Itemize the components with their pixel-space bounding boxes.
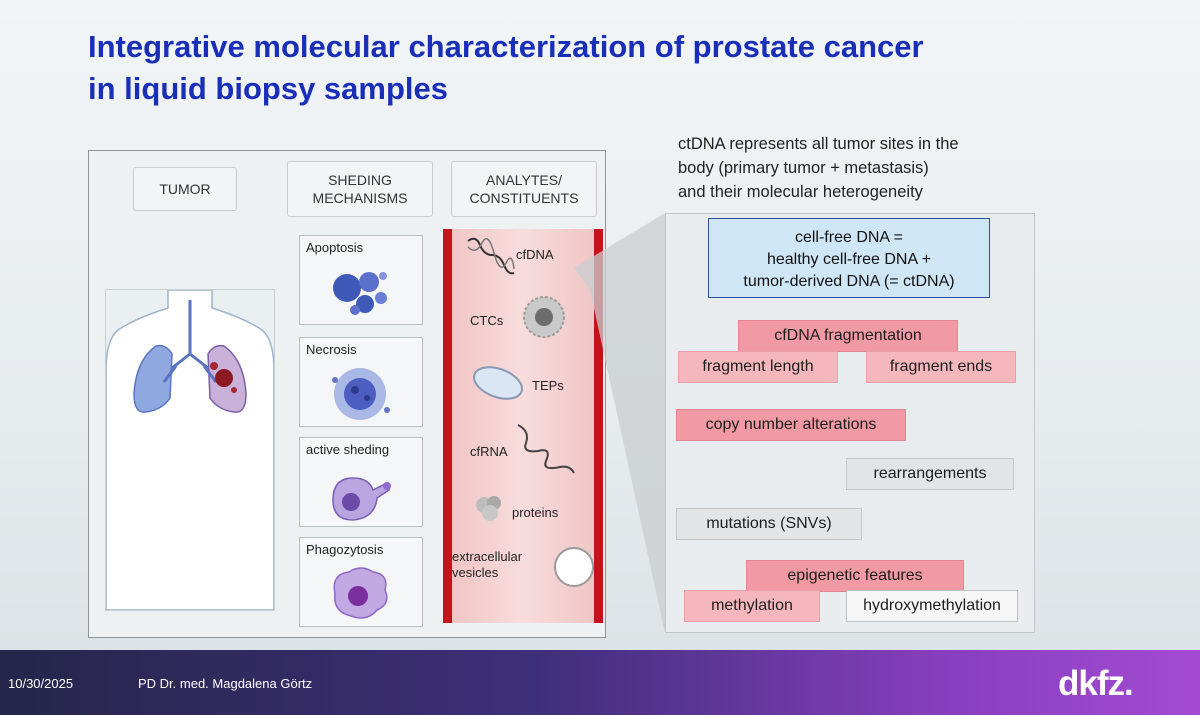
mechanism-necrosis: Necrosis: [299, 337, 423, 427]
header-shedding-line-2: MECHANISMS: [312, 190, 408, 206]
analyte-ev-line-1: extracellular: [452, 549, 523, 564]
phagocytosis-cell-icon: [333, 567, 388, 619]
feature-cfdna-fragmentation: cfDNA fragmentation: [738, 320, 958, 352]
cfdna-definition-line-3: tumor-derived DNA (= ctDNA): [743, 273, 955, 290]
ctdna-note-line-2: body (primary tumor + metastasis): [678, 159, 929, 177]
necrosis-cell-icon: [332, 368, 390, 420]
analyte-ctcs: CTCs: [470, 313, 504, 328]
feature-mutations-snvs: mutations (SNVs): [676, 508, 862, 540]
header-shedding-line-1: SHEDING: [328, 172, 392, 188]
human-torso-illustration: [105, 289, 275, 611]
active-shedding-cell-icon: [332, 477, 391, 521]
slide-footer: 10/30/2025 PD Dr. med. Magdalena Görtz d…: [0, 650, 1200, 715]
slide: Integrative molecular characterization o…: [0, 0, 1200, 650]
dkfz-logo: dkfz.: [1058, 664, 1134, 703]
ctc-cell-icon: [523, 296, 565, 338]
feature-methylation: methylation: [684, 590, 820, 622]
ctdna-note-line-1: ctDNA represents all tumor sites in the: [678, 135, 959, 153]
analyte-ev-line-2: vesicles: [452, 565, 499, 580]
header-analytes-line-2: CONSTITUENTS: [469, 190, 579, 206]
apoptosis-cell-icon: [333, 272, 387, 315]
protein-icon: [476, 496, 501, 521]
mechanism-phagocytosis-label: Phagozytosis: [306, 542, 384, 557]
feature-fragment-ends: fragment ends: [866, 351, 1016, 383]
zoom-connector: [574, 213, 665, 633]
slide-title: Integrative molecular characterization o…: [88, 26, 1048, 110]
cfdna-definition-line-1: cell-free DNA =: [794, 229, 904, 246]
liquid-biopsy-diagram: TUMOR SHEDING MECHANISMS ANALYTES/ CONST…: [88, 150, 606, 638]
header-shedding: SHEDING MECHANISMS: [287, 161, 433, 217]
cfdna-definition-line-2: healthy cell-free DNA +: [766, 251, 932, 268]
tumor-mass: [215, 369, 233, 387]
feature-rearrangements: rearrangements: [846, 458, 1014, 490]
body-illustration-panel: [105, 289, 275, 611]
mechanism-apoptosis: Apoptosis: [299, 235, 423, 325]
mechanism-apoptosis-label: Apoptosis: [306, 240, 364, 255]
mechanism-necrosis-label: Necrosis: [306, 342, 357, 357]
header-analytes: ANALYTES/ CONSTITUENTS: [451, 161, 597, 217]
analyte-teps: TEPs: [532, 378, 564, 393]
feature-fragment-length: fragment length: [678, 351, 838, 383]
cfdna-helix-icon: [467, 237, 515, 275]
header-tumor: TUMOR: [133, 167, 237, 211]
footer-presenter: PD Dr. med. Magdalena Görtz: [138, 676, 313, 691]
vesicle-icon: [554, 547, 594, 587]
slide-title-line-2: in liquid biopsy samples: [88, 71, 449, 106]
feature-copy-number-alterations: copy number alterations: [676, 409, 906, 441]
blood-vessel: cfDNA CTCs TEPs cfRNA proteins extrac: [443, 229, 603, 623]
analyte-cfrna: cfRNA: [470, 444, 508, 459]
ctdna-note-line-3: and their molecular heterogeneity: [678, 183, 923, 201]
cfrna-strand-icon: [517, 424, 575, 474]
feature-epigenetic-features: epigenetic features: [746, 560, 964, 592]
feature-hydroxymethylation: hydroxymethylation: [846, 590, 1018, 622]
ctdna-note: ctDNA represents all tumor sites in the …: [678, 132, 1078, 204]
tep-platelet-icon: [473, 366, 523, 400]
analyte-cfdna: cfDNA: [516, 247, 554, 262]
analyte-proteins: proteins: [512, 505, 559, 520]
header-analytes-line-1: ANALYTES/: [486, 172, 562, 188]
mechanism-active-shedding-label: active sheding: [306, 442, 390, 457]
footer-date: 10/30/2025: [8, 676, 74, 691]
slide-title-line-1: Integrative molecular characterization o…: [88, 29, 924, 64]
header-tumor-label: TUMOR: [159, 181, 211, 197]
analyte-extracellular-vesicles: extracellular vesicles: [452, 549, 522, 581]
mechanism-phagocytosis: Phagozytosis: [299, 537, 423, 627]
cfdna-definition-box: cell-free DNA = healthy cell-free DNA + …: [708, 218, 990, 298]
mechanism-active-shedding: active sheding: [299, 437, 423, 527]
